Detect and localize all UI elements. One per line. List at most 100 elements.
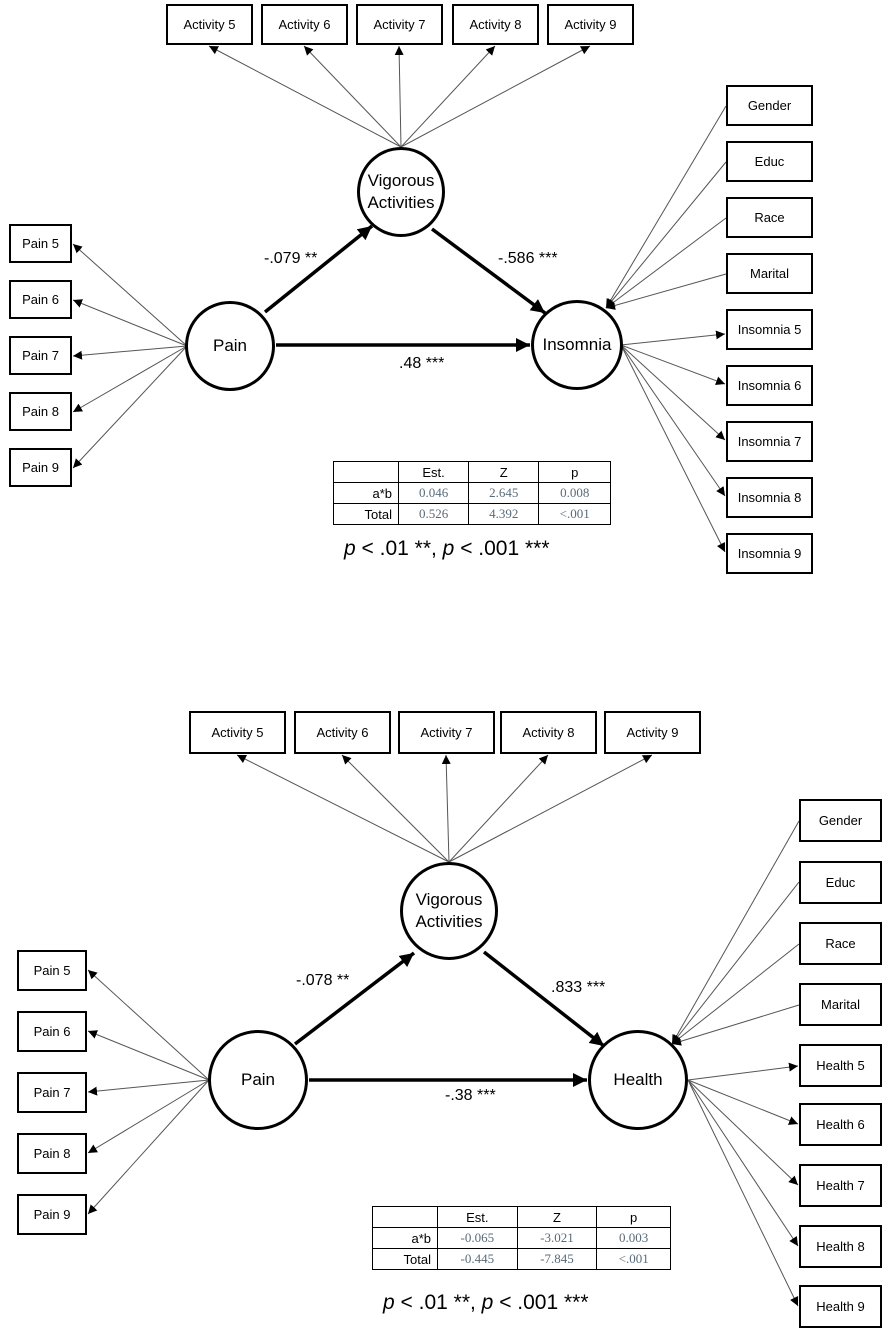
panel2-health-loading-arrow <box>687 1062 799 1081</box>
panel2-activity-loading-arrow <box>236 754 450 863</box>
panel1-coef-b: -.586 *** <box>498 250 558 267</box>
panel2-health-loading-arrow <box>687 1079 799 1125</box>
panel1-activity-6-label: Activity 6 <box>278 17 331 32</box>
panel1-covariate-arrow <box>605 105 727 309</box>
table-row: Total -0.445 -7.845 <.001 <box>372 1248 671 1270</box>
table-header-cell: p <box>538 461 611 483</box>
panel2-pain-9-box: Pain 9 <box>17 1194 87 1235</box>
panel2-lines <box>87 754 800 1307</box>
panel1-race-box: Race <box>726 197 813 238</box>
panel2-race-box: Race <box>799 922 882 965</box>
table-header-cell: Z <box>468 461 540 483</box>
panel2-activity-6-label: Activity 6 <box>316 725 369 740</box>
panel1-marital-label: Marital <box>749 266 789 281</box>
panel1-insomnia-loading-arrow <box>620 330 726 346</box>
panel1-activity-8-box: Activity 8 <box>452 4 539 45</box>
panel1-insomnia-loading-arrow <box>620 344 726 553</box>
panel2-gender-label: Gender <box>818 813 863 828</box>
footnote-text-1: < .01 **, <box>355 537 443 560</box>
panel1-pain-6-label: Pain 6 <box>22 292 59 307</box>
panel1-pain-7-box: Pain 7 <box>9 336 72 375</box>
panel1-insomnia-8-box: Insomnia 8 <box>726 477 813 518</box>
panel1-educ-box: Educ <box>726 141 813 182</box>
panel1-activity-5-box: Activity 5 <box>166 4 253 45</box>
panel2-health-node-label: Health <box>613 1070 663 1089</box>
panel2-covariate-arrow <box>671 943 800 1045</box>
panel1-covariate-arrow <box>605 217 727 309</box>
panel2-pain-8-box: Pain 8 <box>17 1133 87 1174</box>
table-row-label: Total <box>333 503 399 525</box>
panel1-covariate-arrow <box>605 273 727 310</box>
panel2-pain-7-box: Pain 7 <box>17 1072 87 1113</box>
panel1-pain-loading-arrow <box>72 345 188 469</box>
panel1-insomnia-loading-arrow <box>620 344 726 386</box>
panel1-pain-loading-arrow <box>72 345 188 360</box>
panel2-coef-c: -.38 *** <box>445 1087 496 1104</box>
panel2-educ-label: Educ <box>825 875 856 890</box>
panel2-mediator-line2: Activities <box>415 912 483 931</box>
table-header-cell <box>333 461 399 483</box>
panel1-activity-6-box: Activity 6 <box>261 4 348 45</box>
table-row: Total 0.526 4.392 <.001 <box>333 503 611 525</box>
panel2-health-loading-arrow <box>687 1079 799 1186</box>
panel2-health-6-label: Health 6 <box>816 1117 865 1132</box>
panel1-pain-9-label: Pain 9 <box>22 460 59 475</box>
panel2-pain-loading-arrow <box>87 1079 210 1154</box>
panel1-insomnia-8-label: Insomnia 8 <box>737 490 802 505</box>
panel1-path-b-arrow <box>430 227 547 315</box>
footnote-text-1: < .01 **, <box>394 1291 482 1314</box>
panel1-insomnia-5-box: Insomnia 5 <box>726 309 813 350</box>
panel1-insomnia-7-label: Insomnia 7 <box>737 434 802 449</box>
table-header-row: Est. Z p <box>333 461 611 483</box>
panel2-activity-5-box: Activity 5 <box>189 711 286 754</box>
panel2-activity-loading-arrow <box>341 754 450 863</box>
panel1-insomnia-9-box: Insomnia 9 <box>726 533 813 574</box>
panel1-insomnia-node-label: Insomnia <box>542 335 612 354</box>
panel1-activity-loading-arrow <box>400 45 591 148</box>
panel1-significance-footnote: p < .01 **, p < .001 *** <box>344 537 550 561</box>
panel2-health-6-box: Health 6 <box>799 1103 882 1146</box>
panel2-health-7-box: Health 7 <box>799 1164 882 1207</box>
table-cell: 2.645 <box>468 482 540 504</box>
panel1-activity-loading-arrow <box>394 45 404 148</box>
panel1-pain-5-box: Pain 5 <box>9 224 72 263</box>
panel2-health-8-label: Health 8 <box>816 1239 865 1254</box>
table-row: a*b -0.065 -3.021 0.003 <box>372 1227 671 1249</box>
panel1-educ-label: Educ <box>754 154 785 169</box>
panel1-pain-8-box: Pain 8 <box>9 392 72 431</box>
panel2-pain-8-label: Pain 8 <box>33 1146 71 1161</box>
p-symbol: p <box>344 537 356 560</box>
panel2-pain-loading-arrow <box>87 1079 210 1215</box>
panel1-pain-node: Pain <box>185 301 275 391</box>
table-header-cell: Est. <box>397 461 470 483</box>
table-cell: <.001 <box>596 1248 671 1270</box>
table-cell: 0.526 <box>397 503 470 525</box>
panel2-path-a-arrow <box>293 951 416 1046</box>
panel2-pain-loading-arrow <box>87 969 210 1081</box>
panel1-pain-6-box: Pain 6 <box>9 280 72 319</box>
panel2-health-loading-arrow <box>687 1079 799 1307</box>
panel2-pain-5-label: Pain 5 <box>33 963 71 978</box>
panel2-activity-8-box: Activity 8 <box>500 711 597 754</box>
panel2-health-7-label: Health 7 <box>816 1178 865 1193</box>
panel1-pain-node-label: Pain <box>212 336 248 355</box>
panel2-activity-loading-arrow <box>448 754 549 863</box>
panel2-mediator-line1: Vigorous <box>415 890 483 909</box>
panel1-path-a-arrow <box>263 224 374 314</box>
table-cell: -3.021 <box>516 1227 598 1249</box>
panel1-pain-7-label: Pain 7 <box>22 348 59 363</box>
panel2-results-table: Est. Z p a*b -0.065 -3.021 0.003 Total -… <box>372 1206 671 1270</box>
panel1-pain-5-label: Pain 5 <box>22 236 59 251</box>
panel1-activity-loading-arrow <box>400 45 496 148</box>
p-symbol: p <box>481 1291 494 1314</box>
table-header-cell <box>372 1206 438 1228</box>
panel2-activity-8-label: Activity 8 <box>522 725 575 740</box>
panel2-covariate-arrow <box>671 820 800 1045</box>
panel2-activity-7-box: Activity 7 <box>398 711 495 754</box>
panel2-health-loading-arrow <box>687 1079 799 1247</box>
panel2-activity-5-label: Activity 5 <box>211 725 264 740</box>
panel2-pain-6-label: Pain 6 <box>33 1024 71 1039</box>
panel1-pain-loading-arrow <box>72 299 188 347</box>
